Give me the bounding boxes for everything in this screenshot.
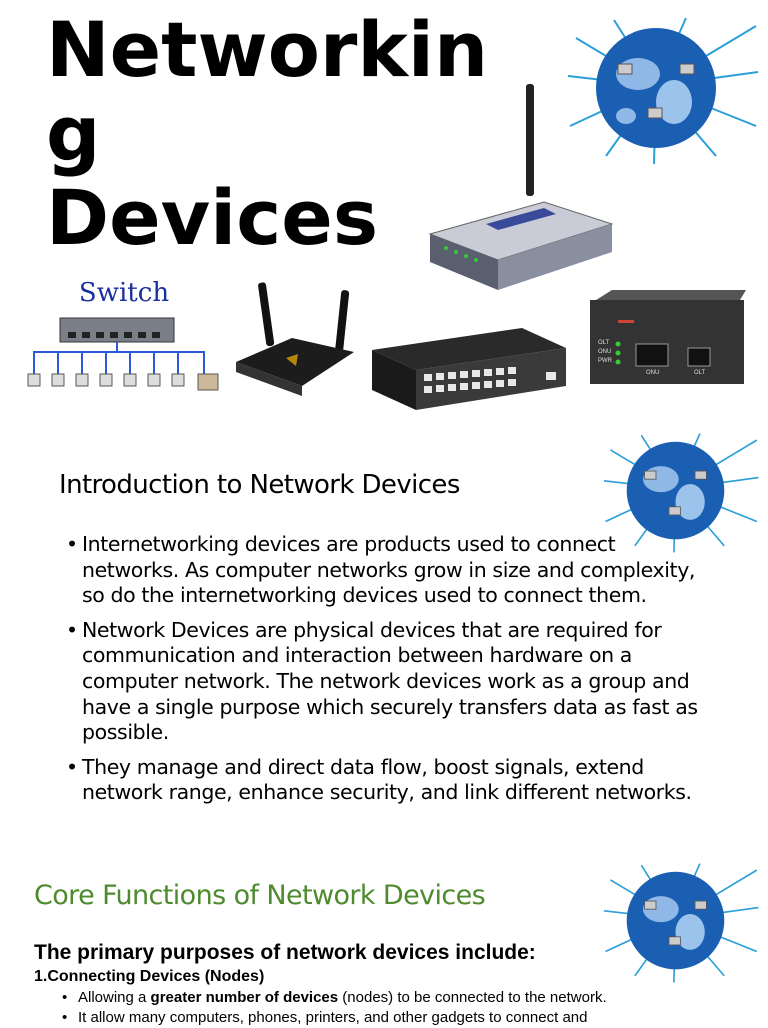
title-line-3: Devices (46, 173, 379, 262)
switch-diagram-image (27, 317, 219, 391)
intro-heading: Introduction to Network Devices (59, 470, 460, 500)
connecting-bullet-1: Allowing a greater number of devices (no… (62, 988, 752, 1008)
wifi6-router-image (236, 282, 354, 396)
primary-purposes-heading: The primary purposes of network devices … (34, 941, 536, 964)
label-onu: ONU (598, 349, 612, 355)
page-title: Networkin g Devices (46, 8, 516, 260)
bullet-1-text-a: Allowing a (78, 989, 151, 1006)
label-port-olt: OLT (694, 370, 706, 376)
bullet-1-text-bold: greater number of devices (150, 989, 339, 1006)
title-line-2: g (46, 89, 101, 178)
title-line-1: Networkin (46, 5, 489, 94)
wireless-router-image (428, 84, 614, 290)
switch-label: Switch (78, 278, 170, 308)
globe-network-image-top (567, 17, 759, 165)
core-functions-heading: Core Functions of Network Devices (34, 880, 486, 911)
rack-switch-image (372, 328, 566, 410)
globe-network-image-middle (603, 433, 759, 553)
label-pwr: PWR (598, 358, 612, 364)
globe-network-image-bottom (603, 863, 759, 983)
connecting-bullet-2: It allow many computers, phones, printer… (62, 1008, 752, 1028)
label-port-onu: ONU (646, 370, 660, 376)
label-olt: OLT (598, 340, 610, 346)
intro-bullet-1: Internetworking devices are products use… (66, 532, 706, 609)
media-converter-image: OLT ONU PWR ONU OLT (590, 290, 746, 386)
bullet-1-text-b: (nodes) to be connected to the network. (338, 989, 607, 1006)
item-connecting-devices: 1.Connecting Devices (Nodes) (34, 968, 265, 985)
connecting-devices-list: Allowing a greater number of devices (no… (62, 988, 752, 1028)
intro-bullet-2: Network Devices are physical devices tha… (66, 618, 706, 746)
intro-bullet-list: Internetworking devices are products use… (66, 532, 706, 815)
intro-bullet-3: They manage and direct data flow, boost … (66, 755, 706, 806)
